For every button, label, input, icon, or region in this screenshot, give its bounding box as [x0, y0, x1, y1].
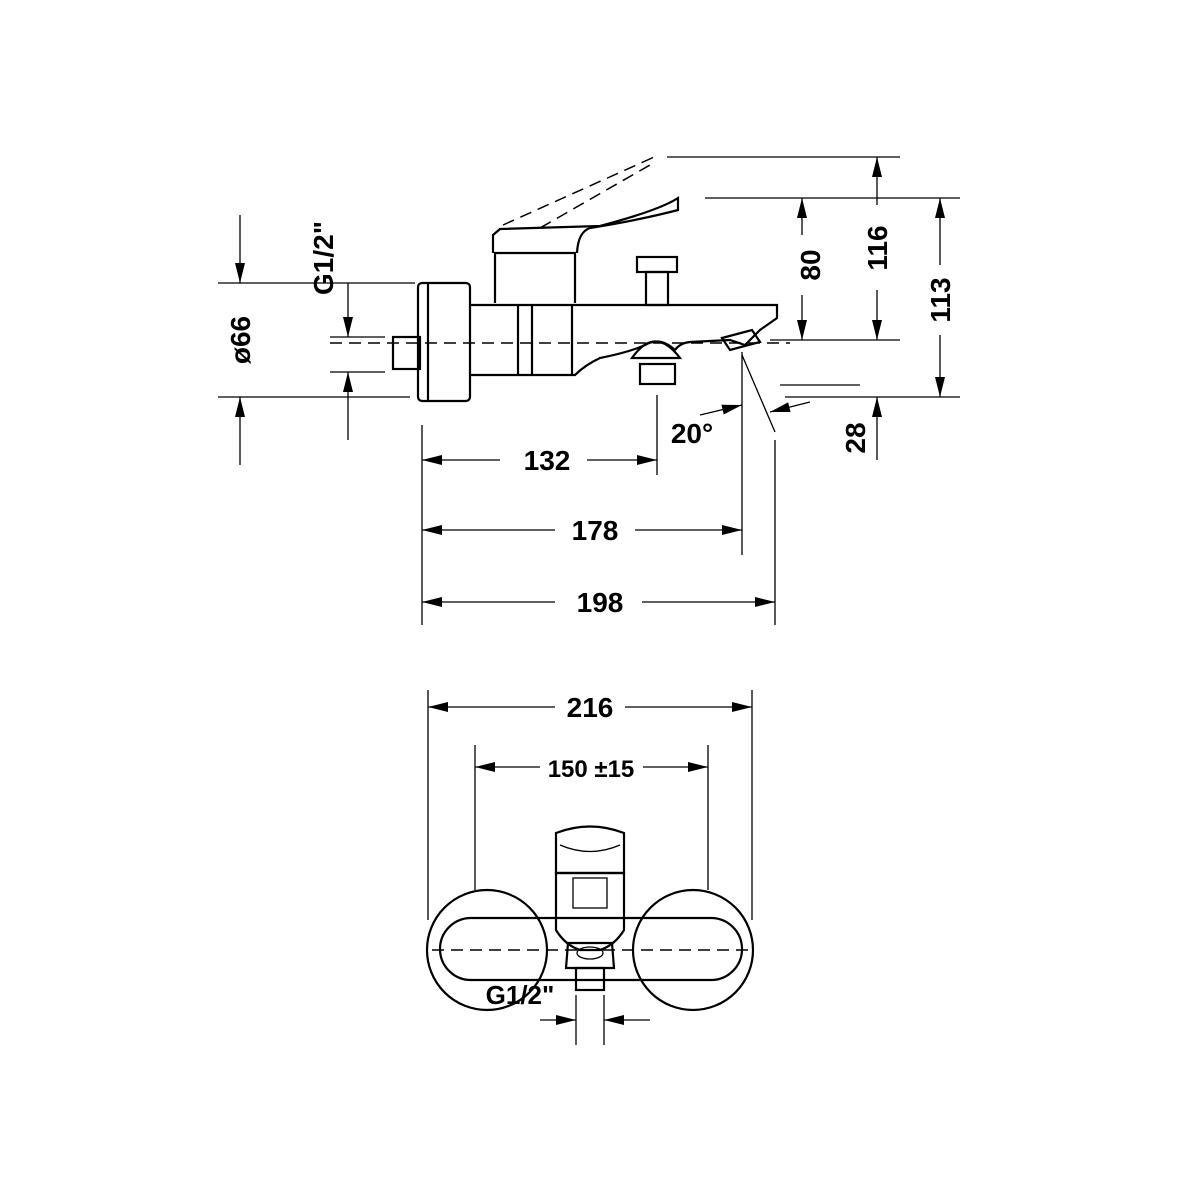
dim-80: 80 [795, 249, 826, 280]
lever-open-position [502, 156, 654, 229]
cartridge-front [554, 871, 626, 952]
cartridge [493, 251, 577, 303]
spout-front [564, 941, 616, 970]
dim-thread-front: G1/2" [486, 980, 555, 1010]
front-view-labels: 216 150 ±15 G1/2" [486, 692, 635, 1010]
dim-rosette-diameter: ø66 [225, 316, 256, 364]
inlet-pin [391, 335, 422, 371]
outlet-dome [629, 340, 683, 360]
side-view-labels: 80 116 113 28 ø66 G1/2" 132 178 198 20° [225, 221, 956, 618]
side-view-dimension-lines [218, 156, 960, 625]
rosette [416, 281, 472, 403]
front-view-mixer [425, 825, 755, 1012]
dim-angle-20: 20° [671, 418, 713, 449]
spout-body [470, 303, 779, 377]
side-view-mixer [330, 156, 790, 403]
dim-178: 178 [572, 515, 619, 546]
aerator [720, 328, 762, 352]
dim-198: 198 [577, 587, 624, 618]
dim-thread-side: G1/2" [308, 221, 339, 295]
dim-116: 116 [862, 225, 893, 270]
diverter-knob [635, 255, 679, 274]
dim-150: 150 ±15 [548, 756, 635, 783]
dim-28: 28 [840, 422, 871, 453]
front-view-dimension-lines [427, 690, 753, 1045]
dim-216: 216 [567, 692, 614, 723]
lever-handle [491, 195, 680, 254]
dim-113: 113 [925, 277, 956, 322]
dim-132: 132 [524, 445, 571, 476]
lever-front [554, 825, 626, 875]
